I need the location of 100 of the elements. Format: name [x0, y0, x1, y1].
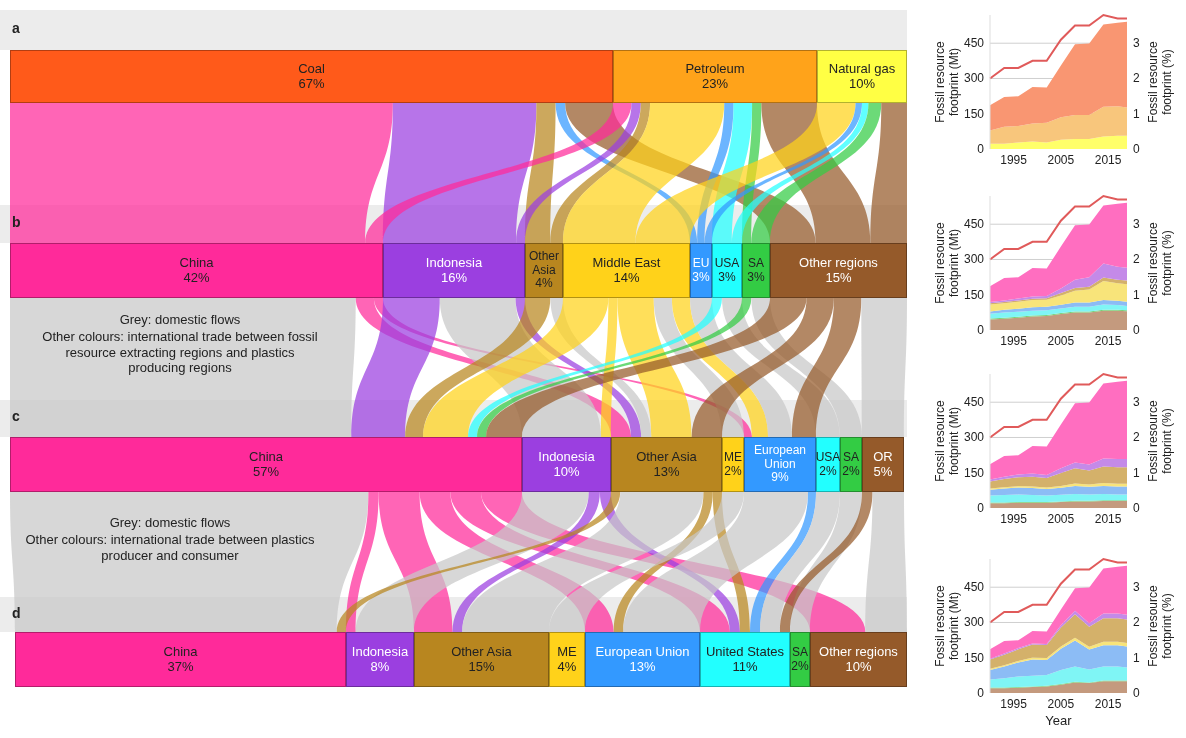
tick-label: 300: [963, 71, 984, 86]
axis-title: Year: [1044, 713, 1073, 728]
bar-name: Natural gas: [828, 61, 896, 77]
axis-title: Fossil resource footprint (Mt): [934, 584, 962, 669]
bar-name: ME: [557, 644, 577, 660]
bar-percent: 3%: [692, 270, 710, 284]
panel-letter: a: [12, 20, 21, 37]
bar-percent: 3%: [718, 270, 736, 284]
tick-label: 3: [1133, 36, 1140, 51]
tick-label: 1: [1133, 287, 1140, 302]
tick-label: 2: [1133, 430, 1140, 445]
bar-percent: 5%: [873, 464, 893, 480]
bar-name: SA: [792, 646, 808, 660]
axis-title: Fossil resource footprint (%): [1147, 40, 1175, 125]
bar-name: European Union: [595, 644, 690, 660]
bar-name: Other Asia: [451, 644, 512, 660]
tick-label: 2015: [1093, 512, 1123, 526]
bar-percent: 14%: [613, 270, 640, 286]
note-text: Grey: domestic flows: [108, 515, 232, 531]
bar-percent: 2%: [791, 659, 809, 673]
tick-label: 3: [1133, 580, 1140, 595]
tick-label: 450: [963, 217, 984, 232]
tick-label: 2005: [1046, 334, 1076, 348]
bar-percent: 10%: [845, 659, 872, 675]
bar-percent: 4%: [557, 659, 577, 675]
bar-percent: 42%: [183, 270, 210, 286]
panel-letter: d: [12, 605, 22, 622]
axis-title: Fossil resource footprint (%): [1147, 584, 1175, 669]
bar-name: Coal: [298, 61, 325, 77]
tick-label: 0: [977, 501, 984, 515]
tick-label: 1: [1133, 465, 1140, 480]
panel-letter: c: [12, 408, 21, 425]
bar-name: Other regions: [799, 255, 878, 271]
bar-percent: 4%: [535, 277, 553, 291]
tick-label: 3: [1133, 217, 1140, 232]
bar-name: SA: [843, 451, 859, 465]
tick-label: 150: [963, 287, 984, 302]
tick-label: 1: [1133, 650, 1140, 665]
tick-label: 2015: [1093, 334, 1123, 348]
axis-title: Fossil resource footprint (Mt): [934, 40, 962, 125]
tick-label: 300: [963, 615, 984, 630]
tick-label: 2: [1133, 71, 1140, 86]
bar-percent: 9%: [771, 471, 789, 485]
bar-percent: 15%: [468, 659, 495, 675]
bar-percent: 8%: [370, 659, 390, 675]
axis-title: Fossil resource footprint (%): [1147, 399, 1175, 484]
tick-label: 1: [1133, 106, 1140, 121]
tick-label: 150: [963, 650, 984, 665]
bar-name: USA: [815, 451, 841, 465]
bar-name: OR: [873, 449, 893, 465]
tick-label: 2: [1133, 615, 1140, 630]
bar-name: Petroleum: [685, 61, 745, 77]
panel-letter: b: [12, 214, 22, 231]
tick-label: 450: [963, 580, 984, 595]
bar-name: Indonesia: [425, 255, 483, 271]
tick-label: 1995: [999, 153, 1028, 167]
note-text: Grey: domestic flows: [118, 312, 242, 328]
tick-label: 2015: [1093, 153, 1123, 167]
tick-label: 0: [1133, 142, 1140, 156]
bar-name: USA: [714, 257, 740, 271]
axis-title: Fossil resource footprint (Mt): [934, 221, 962, 306]
bar-name: ME: [724, 451, 742, 465]
bar-name: European Union: [752, 444, 807, 472]
bar-percent: 16%: [441, 270, 467, 286]
bar-name: Indonesia: [351, 644, 409, 660]
tick-label: 2005: [1046, 153, 1076, 167]
tick-label: 1995: [999, 512, 1028, 526]
bar-percent: 11%: [732, 659, 758, 675]
tick-label: 3: [1133, 395, 1140, 410]
tick-label: 2005: [1046, 697, 1076, 711]
bar-percent: 2%: [842, 464, 860, 478]
bar-name: Other Asia: [528, 250, 560, 278]
bar-name: EU: [692, 257, 710, 271]
note-text: Other colours: international trade between plastics producer and consumer: [24, 532, 316, 564]
tick-label: 0: [1133, 686, 1140, 700]
bar-name: Indonesia: [538, 449, 595, 465]
bar-percent: 2%: [819, 464, 837, 478]
bar-percent: 23%: [702, 76, 728, 92]
bar-name: China: [179, 255, 214, 271]
bar-percent: 2%: [724, 464, 742, 478]
bar-name: Middle East: [592, 255, 661, 271]
tick-label: 300: [963, 252, 984, 267]
bar-percent: 57%: [253, 464, 279, 480]
tick-label: 1995: [999, 334, 1028, 348]
axis-title: Fossil resource footprint (%): [1147, 221, 1175, 306]
bar-name: SA: [748, 257, 764, 271]
tick-label: 450: [963, 36, 984, 51]
tick-label: 450: [963, 395, 984, 410]
bar-percent: 13%: [629, 659, 656, 675]
tick-label: 0: [977, 142, 984, 156]
bar-percent: 37%: [167, 659, 194, 675]
tick-label: 0: [977, 323, 984, 337]
note-text: Other colours: international trade between fossil resource extracting regions and plastics producing regions: [41, 329, 319, 376]
tick-label: 150: [963, 465, 984, 480]
tick-label: 2015: [1093, 697, 1123, 711]
bar-name: China: [249, 449, 283, 465]
tick-label: 300: [963, 430, 984, 445]
bar-name: Other regions: [819, 644, 898, 660]
bar-percent: 10%: [849, 76, 875, 92]
tick-label: 1995: [999, 697, 1028, 711]
